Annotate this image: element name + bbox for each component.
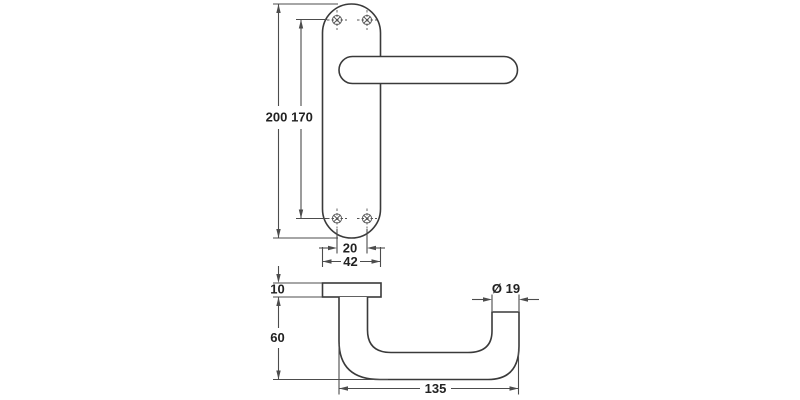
dimension-projection: 60 xyxy=(270,297,388,381)
dimension-label: 200 xyxy=(266,110,288,125)
lever-outline-plan xyxy=(338,55,519,85)
side-view: 10 60 Ø 19 xyxy=(270,266,539,396)
dimension-lever-diameter: Ø 19 xyxy=(472,281,539,311)
front-view: 200 170 20 xyxy=(266,3,519,269)
dimension-backplate-height: 200 xyxy=(266,3,338,239)
dimension-backplate-width: 42 xyxy=(321,247,382,269)
lever-outline-side xyxy=(338,297,520,381)
dimension-label: 20 xyxy=(343,241,357,256)
dimension-lever-length: 135 xyxy=(338,344,520,396)
dimension-label: 42 xyxy=(343,254,357,269)
dimension-label: 135 xyxy=(425,381,447,396)
dimension-label: 170 xyxy=(291,110,313,125)
dimension-fixing-centres: 170 xyxy=(291,18,327,220)
dimension-label: 60 xyxy=(270,330,284,345)
dimension-fixing-hole-spacing: 20 xyxy=(319,229,385,256)
dimension-label: 10 xyxy=(270,282,284,297)
dimension-label: Ø 19 xyxy=(492,281,520,296)
dimension-rose-thickness: 10 xyxy=(270,266,322,298)
rose-outline-side xyxy=(321,282,382,298)
backplate-outline xyxy=(321,3,382,239)
